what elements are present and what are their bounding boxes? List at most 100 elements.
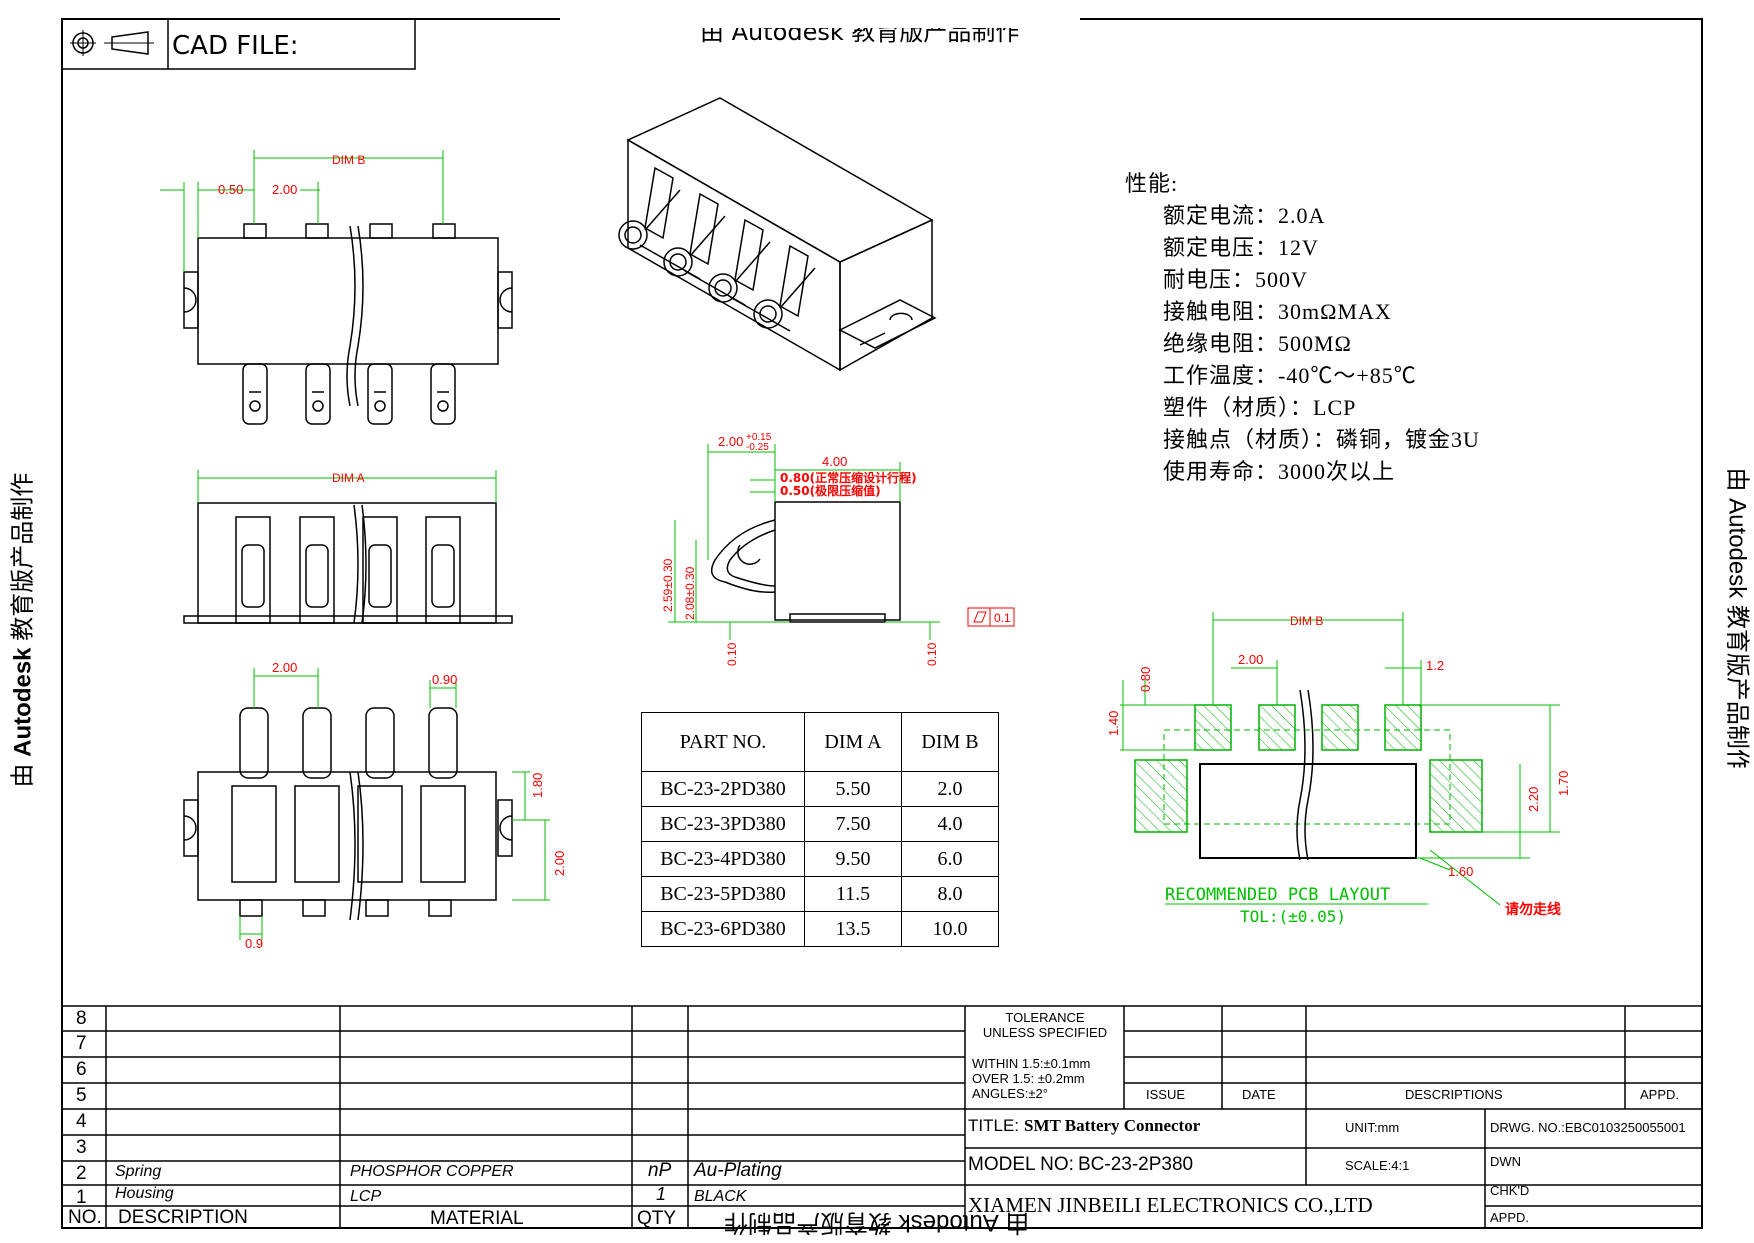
cell-dim-a: 7.50	[805, 807, 902, 842]
pcb-dim-200: 2.00	[1238, 652, 1263, 667]
bom-item2-material: PHOSPHOR COPPER	[350, 1163, 514, 1181]
top-view-dims	[160, 150, 443, 272]
pv-dim-400: 4.00	[822, 454, 847, 469]
profile-view	[712, 502, 900, 622]
company-name: XIAMEN JINBEILI ELECTRONICS CO.,LTD	[968, 1193, 1373, 1218]
header-box: CAD FILE:	[62, 19, 415, 69]
chkd-label: CHK'D	[1490, 1183, 1529, 1198]
isometric-view	[619, 98, 935, 370]
bom-row-number: 4	[76, 1111, 87, 1133]
cell-dim-b: 2.0	[902, 772, 999, 807]
appd-label: APPD.	[1490, 1210, 1529, 1225]
pcb-dim-12: 1.2	[1426, 658, 1444, 673]
bom-item2-description: Spring	[115, 1163, 161, 1181]
spec-row: 额定电压：12V	[1125, 232, 1480, 264]
drawing-number: DRWG. NO.:EBC0103250055001	[1490, 1120, 1686, 1135]
bom-header-material: MATERIAL	[430, 1208, 524, 1230]
bom-header-qty: QTY	[637, 1208, 676, 1230]
bom-item2-qty: nP	[648, 1160, 671, 1182]
bom-row-number: 7	[76, 1033, 87, 1055]
pv-dim-010a: 0.10	[725, 642, 739, 666]
cell-dim-a: 13.5	[805, 912, 902, 947]
bom-item1-finish: BLACK	[694, 1188, 746, 1206]
pcb-note: 请勿走线	[1505, 901, 1561, 918]
pcb-dim-220: 2.20	[1526, 787, 1541, 812]
pv-dim-010b: 0.10	[925, 642, 939, 666]
pcb-dim-b: DIM B	[1290, 614, 1323, 628]
scale: SCALE:4:1	[1345, 1158, 1409, 1173]
cell-part-no: BC-23-3PD380	[642, 807, 805, 842]
cell-dim-b: 10.0	[902, 912, 999, 947]
pcb-dims	[1120, 612, 1560, 905]
tolerance-values: WITHIN 1.5:±0.1mm OVER 1.5: ±0.2mm ANGLE…	[972, 1056, 1090, 1101]
pv-dim-200: 2.00	[718, 434, 743, 449]
bom-item2-finish: Au-Plating	[694, 1160, 782, 1182]
spec-row: 塑件（材质）：LCP	[1125, 392, 1480, 424]
cell-part-no: BC-23-4PD380	[642, 842, 805, 877]
cell-dim-a: 11.5	[805, 877, 902, 912]
spec-row: 接触电阻：30mΩMAX	[1125, 296, 1480, 328]
bottom-view-dims	[240, 668, 550, 940]
pv-tol-dn: -0.25	[746, 442, 769, 453]
projection-symbol-icon	[70, 30, 154, 56]
pv-dim-259: 2.59±0.30	[661, 558, 675, 612]
dim-200: 2.00	[272, 182, 297, 197]
rev-appd: APPD.	[1640, 1087, 1679, 1102]
rev-date: DATE	[1242, 1087, 1276, 1102]
bv-dim-200: 2.00	[272, 660, 297, 675]
title-label: TITLE:	[968, 1116, 1019, 1136]
bom-row-number: 3	[76, 1137, 87, 1159]
cell-dim-b: 8.0	[902, 877, 999, 912]
dim-a-label: DIM A	[332, 471, 365, 485]
side-view	[184, 503, 512, 623]
dim-050: 0.50	[218, 182, 243, 197]
bottom-view	[184, 708, 512, 920]
cell-part-no: BC-23-2PD380	[642, 772, 805, 807]
spec-row: 耐电压：500V	[1125, 264, 1480, 296]
cell-dim-b: 6.0	[902, 842, 999, 877]
title-block-grid	[62, 1006, 1702, 1228]
bom-row-number: 2	[76, 1163, 87, 1185]
bom-row-number: 5	[76, 1085, 87, 1107]
pv-flatness: 0.1	[994, 611, 1011, 625]
bv-dim-090: 0.90	[432, 672, 457, 687]
spec-row: 接触点（材质）：磷铜，镀金3U	[1125, 424, 1480, 456]
rev-descriptions: DESCRIPTIONS	[1405, 1087, 1503, 1102]
spec-row: 工作温度：-40℃～+85℃	[1125, 360, 1480, 392]
pcb-layout	[1135, 690, 1482, 860]
rev-issue: ISSUE	[1146, 1087, 1185, 1102]
cad-file-label: CAD FILE:	[172, 31, 299, 61]
bom-row-number: 6	[76, 1059, 87, 1081]
tolerance-title: TOLERANCE UNLESS SPECIFIED	[972, 1010, 1118, 1040]
bom-header-description: DESCRIPTION	[118, 1207, 248, 1229]
bom-row-number: 8	[76, 1008, 87, 1030]
cell-dim-a: 5.50	[805, 772, 902, 807]
spec-row: 额定电流：2.0A	[1125, 200, 1480, 232]
specs-heading: 性能:	[1125, 168, 1480, 200]
bom-header-no: NO.	[68, 1207, 102, 1229]
pcb-dim-140: 1.40	[1106, 711, 1121, 736]
bv-dim-180: 1.80	[530, 773, 545, 798]
bom-item1-qty: 1	[656, 1184, 666, 1205]
bom-item1-material: LCP	[350, 1188, 381, 1206]
bom-row-number: 1	[76, 1187, 87, 1209]
bom-item1-description: Housing	[115, 1185, 174, 1203]
watermark-left: 由 Autodesk 教育版产品制作	[3, 488, 38, 788]
pv-dim-050: 0.50(极限压缩值)	[780, 483, 881, 498]
top-view	[184, 224, 512, 424]
pv-dim-208: 2.08±0.30	[683, 566, 697, 620]
spec-row: 绝缘电阻：500MΩ	[1125, 328, 1480, 360]
dwn-label: DWN	[1490, 1154, 1521, 1169]
watermark-right: 由 Autodesk 教育版产品制作	[1723, 468, 1754, 768]
unit: UNIT:mm	[1345, 1120, 1399, 1135]
model-label: MODEL NO:	[968, 1154, 1074, 1176]
pcb-dim-080: 0.80	[1138, 667, 1153, 692]
